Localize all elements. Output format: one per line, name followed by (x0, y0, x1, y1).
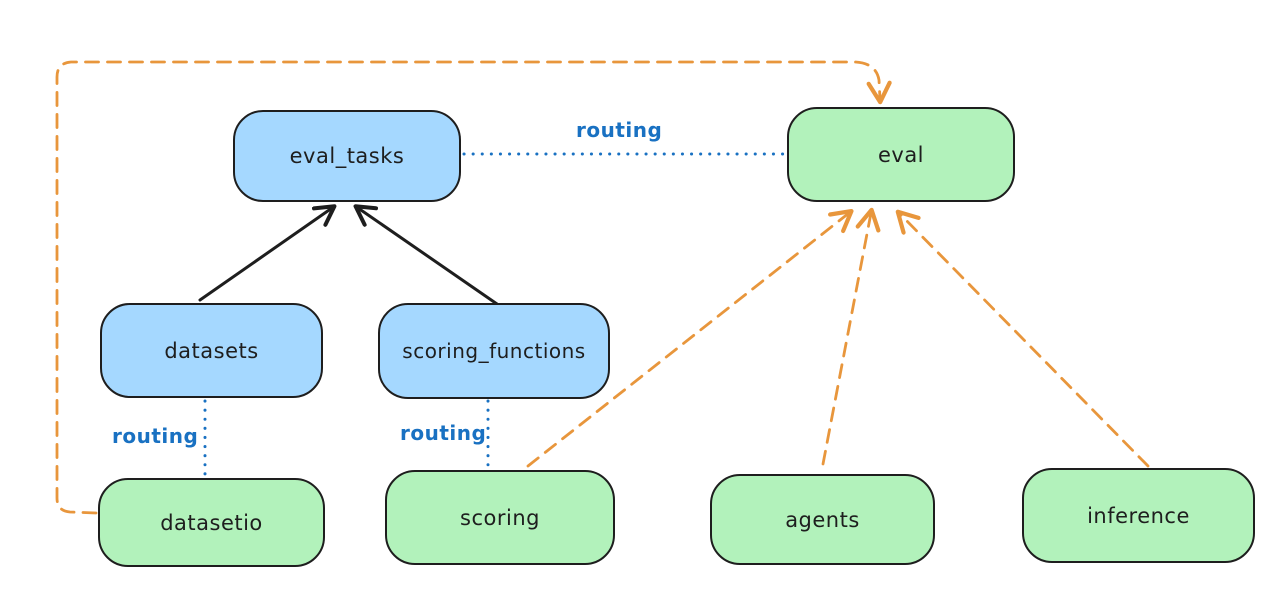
edge-scoring-to-eval (526, 208, 854, 468)
node-eval-tasks-label: eval_tasks (289, 144, 405, 168)
node-inference-label: inference (1087, 503, 1190, 528)
node-inference: inference (1022, 468, 1255, 563)
edge-scoring-functions-to-eval-tasks (353, 204, 499, 306)
node-agents-label: agents (785, 507, 860, 532)
edge-datasetio-to-eval (55, 60, 892, 515)
node-eval-tasks: eval_tasks (233, 110, 461, 202)
edge-agents-to-eval (821, 207, 881, 466)
node-datasets-label: datasets (164, 338, 259, 363)
node-agents: agents (710, 474, 935, 565)
routing-label-scoring-functions-scoring: routing (400, 421, 487, 445)
node-datasetio: datasetio (98, 478, 325, 567)
edge-inference-to-eval (895, 209, 1150, 468)
node-datasetio-label: datasetio (160, 510, 263, 535)
edge-datasets-to-eval-tasks (198, 204, 337, 302)
routing-label-datasets-datasetio: routing (112, 424, 199, 448)
node-scoring-functions-label: scoring_functions (402, 339, 586, 363)
node-scoring-functions: scoring_functions (378, 303, 610, 399)
node-eval: eval (787, 107, 1015, 202)
node-scoring: scoring (385, 470, 615, 565)
node-eval-label: eval (877, 142, 925, 167)
node-datasets: datasets (100, 303, 323, 398)
routing-label-eval-tasks-eval: routing (576, 118, 663, 142)
node-scoring-label: scoring (460, 505, 540, 530)
